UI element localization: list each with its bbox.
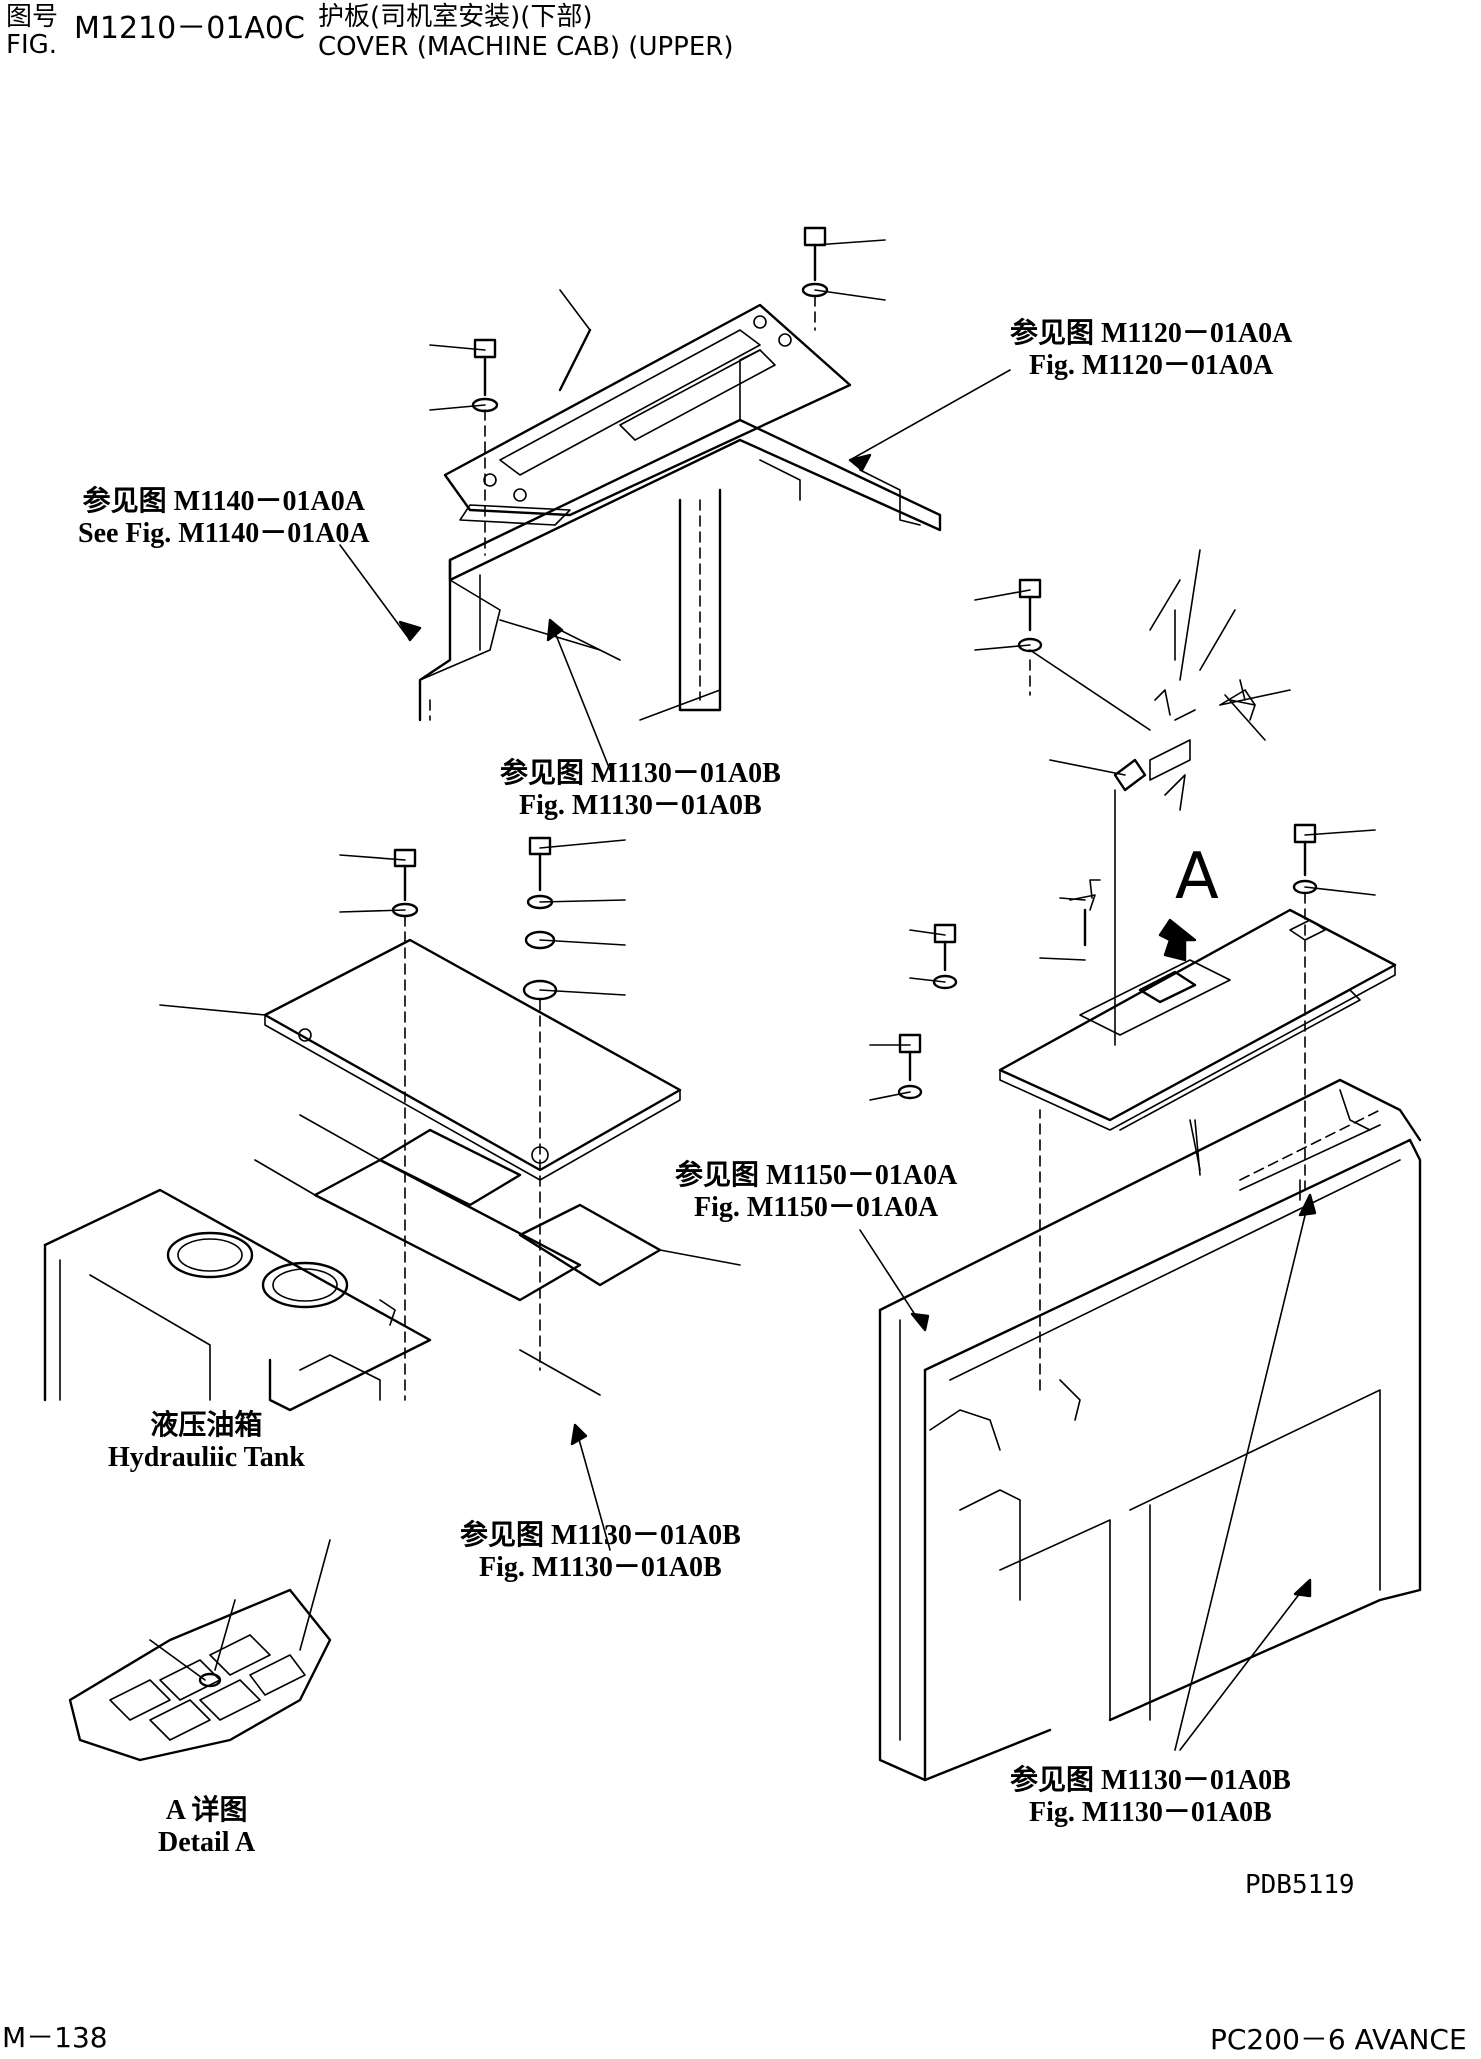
title-en: COVER (MACHINE CAB) (UPPER)	[318, 32, 734, 62]
drawing-code: PDB5119	[1245, 1870, 1355, 1900]
upper-cover-plate-group	[418, 303, 942, 722]
upper-bolts-group	[339, 226, 1011, 771]
fig-label-en: FIG.	[6, 30, 58, 60]
page-number: M－138	[2, 2021, 108, 2054]
machine-model: PC200－6 AVANCE	[1210, 2023, 1467, 2056]
detail-a-group	[68, 1539, 332, 1762]
cab-frame-group	[859, 1078, 1422, 1782]
fig-number: M1210－01A0C	[74, 11, 305, 46]
fig-label-cn: 图号	[6, 2, 59, 32]
title-cn: 护板(司机室安装)(下部)	[318, 2, 593, 32]
right-cover-plate-group	[869, 549, 1397, 1191]
left-cover-plate-group	[159, 836, 741, 1401]
view-marker-a: A	[1175, 840, 1219, 914]
hydraulic-tank-group	[43, 1188, 611, 1551]
